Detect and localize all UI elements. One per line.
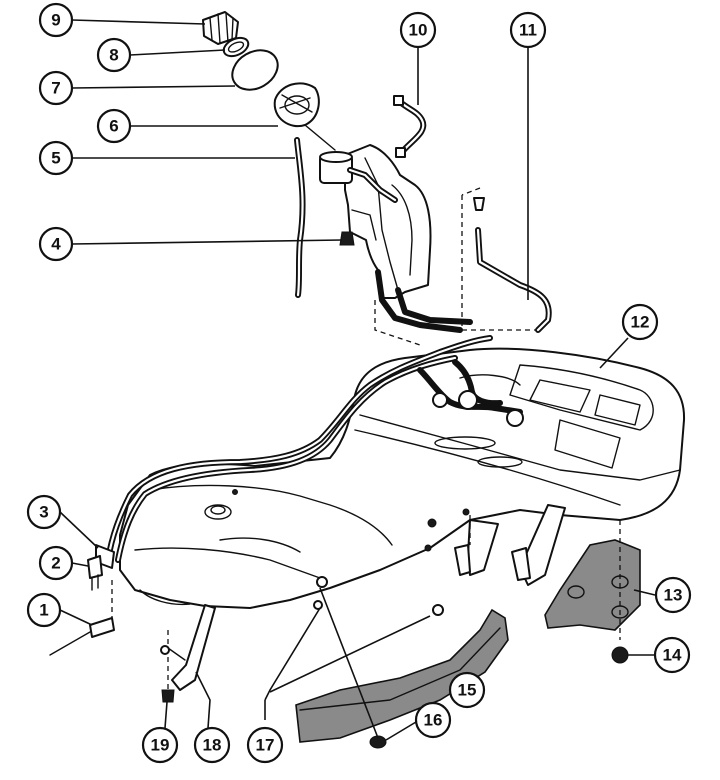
part-2 <box>87 555 103 591</box>
part-13 <box>544 539 641 631</box>
part-5 <box>294 137 306 298</box>
callout-9: 9 <box>38 2 74 38</box>
callout-5: 5 <box>38 140 74 176</box>
callout-12: 12 <box>621 303 659 341</box>
callout-number: 17 <box>256 736 275 755</box>
callout-3: 3 <box>26 494 62 530</box>
callout-number: 8 <box>109 46 118 65</box>
callout-circle <box>38 2 74 38</box>
callout-circle <box>96 108 132 144</box>
callout-number: 10 <box>409 21 428 40</box>
callout-15: 15 <box>448 671 486 709</box>
fuel-lines <box>105 335 524 563</box>
part-8 <box>222 36 250 58</box>
part-10 <box>393 95 427 158</box>
callout-4: 4 <box>38 226 74 262</box>
callout-circle <box>26 494 62 530</box>
callout-circle <box>38 70 74 106</box>
callout-circle <box>141 726 179 764</box>
callouts: 9 8 7 6 5 4 10 11 12 13 14 15 16 17 18 1… <box>26 2 692 764</box>
callout-14: 14 <box>653 636 691 674</box>
callout-number: 19 <box>151 736 170 755</box>
part-15 <box>295 608 509 743</box>
callout-number: 4 <box>51 235 61 254</box>
callout-number: 6 <box>109 117 118 136</box>
callout-number: 16 <box>424 711 443 730</box>
filler-neck-assembly <box>319 144 540 346</box>
callout-number: 3 <box>39 503 48 522</box>
callout-19: 19 <box>141 726 179 764</box>
callout-circle <box>26 592 62 628</box>
callout-10: 10 <box>399 11 437 49</box>
callout-number: 1 <box>39 601 48 620</box>
part-9 <box>202 11 239 45</box>
callout-circle <box>621 303 659 341</box>
callout-13: 13 <box>654 576 692 614</box>
part-4 <box>339 231 355 246</box>
callout-17: 17 <box>246 726 284 764</box>
part-14 <box>611 520 629 664</box>
part-6 <box>273 82 336 151</box>
part-7 <box>231 49 279 91</box>
callout-circle <box>38 545 74 581</box>
leader-lines <box>59 19 656 741</box>
callout-1: 1 <box>26 592 62 628</box>
callout-circle <box>654 576 692 614</box>
callout-number: 15 <box>458 681 477 700</box>
callout-circle <box>414 701 452 739</box>
callout-number: 12 <box>631 313 650 332</box>
part-11 <box>473 197 552 333</box>
callout-number: 5 <box>51 149 60 168</box>
callout-18: 18 <box>193 726 231 764</box>
part-18 <box>167 604 216 691</box>
callout-number: 2 <box>51 554 60 573</box>
callout-16: 16 <box>414 701 452 739</box>
callout-number: 14 <box>663 646 682 665</box>
callout-circle <box>448 671 486 709</box>
callout-2: 2 <box>38 545 74 581</box>
callout-number: 18 <box>203 736 222 755</box>
callout-circle <box>96 37 132 73</box>
callout-number: 11 <box>519 21 537 40</box>
callout-circle <box>38 140 74 176</box>
callout-circle <box>246 726 284 764</box>
fuel-tank <box>119 347 686 609</box>
callout-circle <box>653 636 691 674</box>
callout-circle <box>399 11 437 49</box>
callout-11: 11 <box>509 11 547 49</box>
callout-number: 9 <box>51 11 60 30</box>
callout-6: 6 <box>96 108 132 144</box>
callout-circle <box>509 11 547 49</box>
callout-number: 13 <box>664 586 683 605</box>
callout-8: 8 <box>96 37 132 73</box>
right-straps <box>313 504 566 616</box>
part-1 <box>49 580 115 656</box>
part-19 <box>160 630 175 703</box>
callout-7: 7 <box>38 70 74 106</box>
callout-number: 7 <box>51 79 60 98</box>
callout-circle <box>38 226 74 262</box>
callout-circle <box>193 726 231 764</box>
